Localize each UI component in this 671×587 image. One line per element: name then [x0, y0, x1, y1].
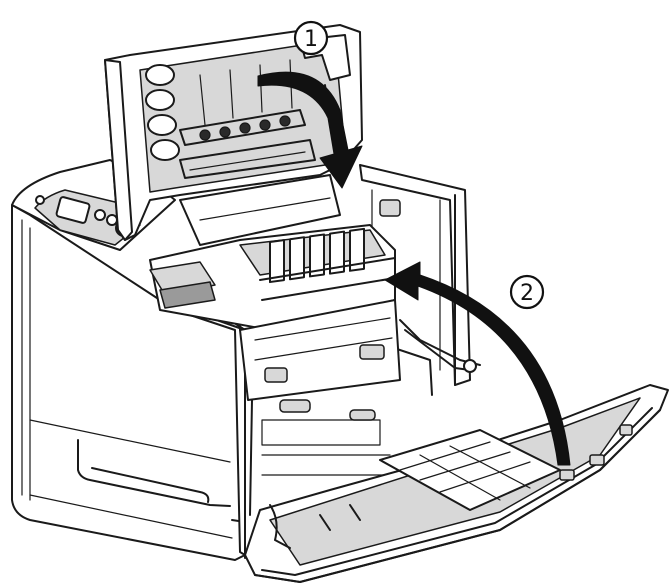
step-marker-2: 2: [509, 274, 545, 310]
paper-sheet: [179, 174, 341, 246]
curved-arrow-icon: [257, 71, 363, 189]
curved-arrow-icon: [384, 261, 571, 466]
step-label-1: 1: [304, 27, 318, 52]
fuser-slots: [269, 227, 365, 284]
side-door-open: [244, 319, 669, 583]
cover-rollers: [145, 64, 316, 179]
step-label-2: 2: [520, 281, 534, 306]
fuser-unit: [149, 224, 401, 401]
step-marker-1: 1: [293, 20, 329, 56]
